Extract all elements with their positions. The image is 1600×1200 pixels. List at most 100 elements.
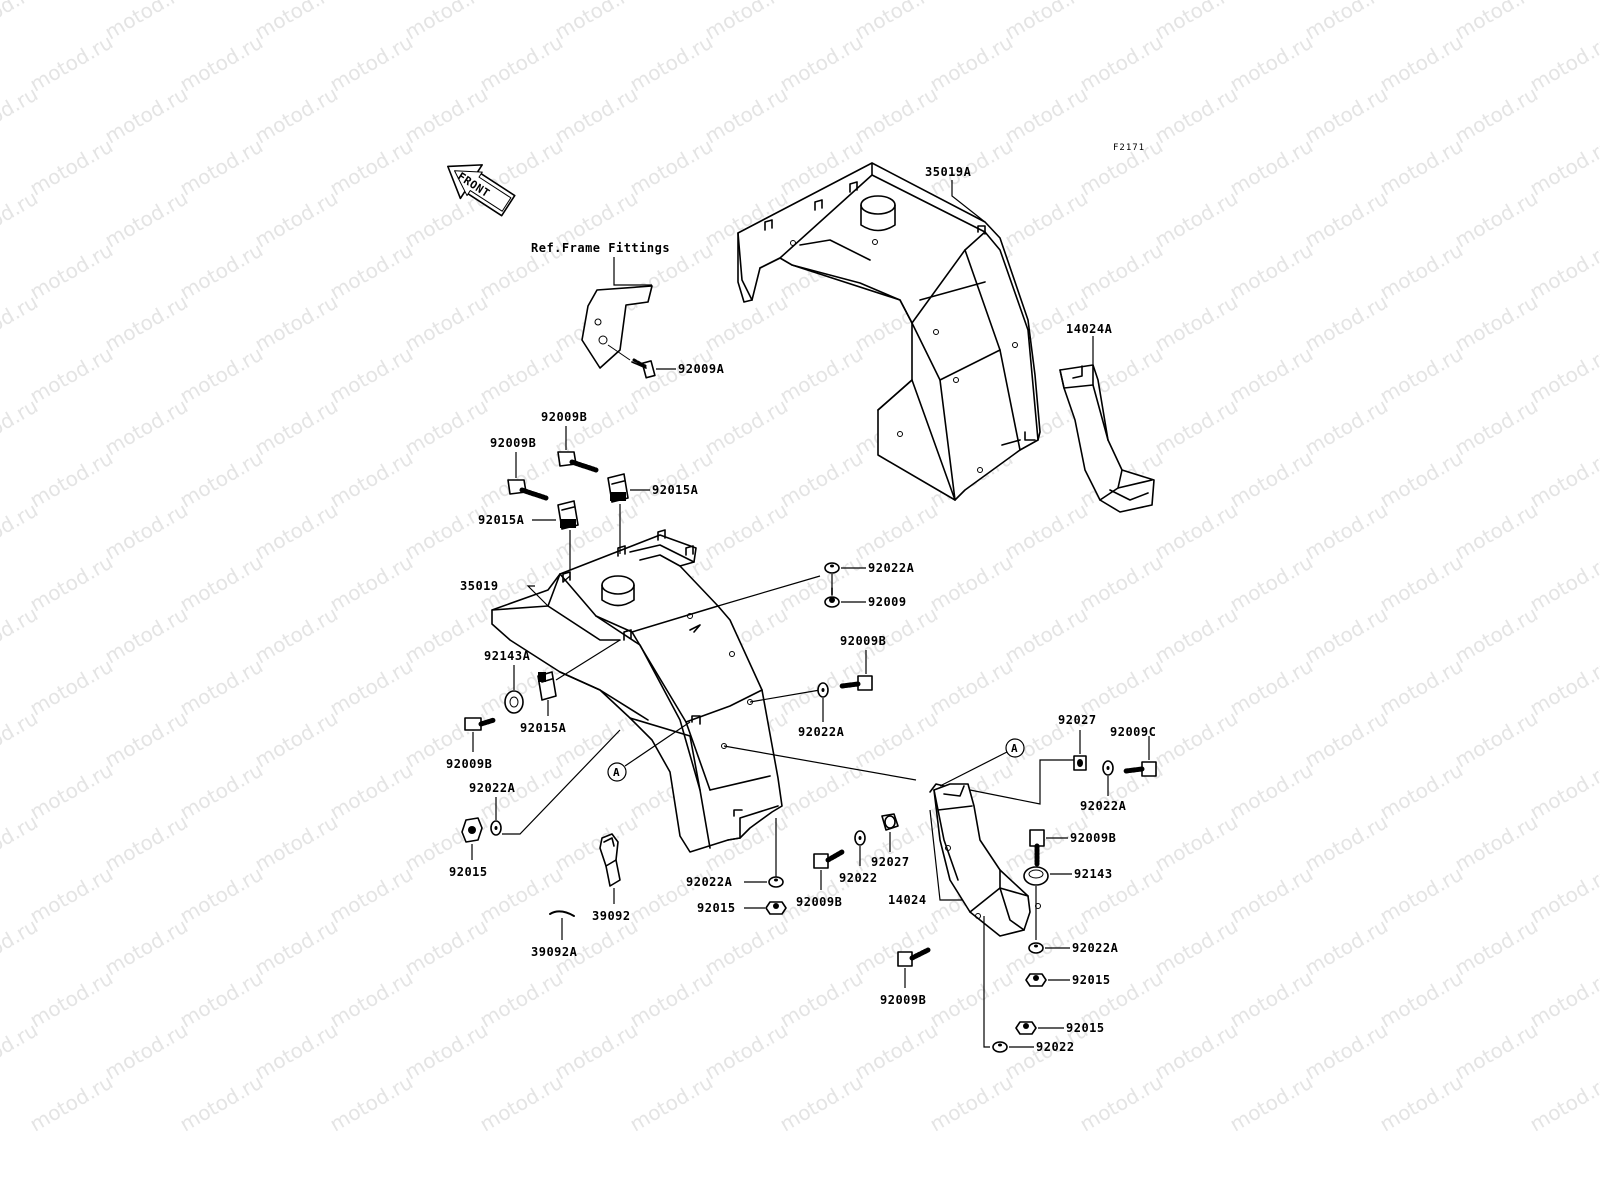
watermark-text: motod.ru — [26, 30, 117, 97]
watermark-text: motod.ru — [1001, 602, 1092, 669]
bolt-92009A — [631, 358, 656, 379]
watermark-text: motod.ru — [1301, 0, 1392, 44]
watermark-text: motod.ru — [626, 446, 717, 513]
ref-frame-fittings-label: Ref.Frame Fittings — [531, 241, 670, 255]
watermark-text: motod.ru — [326, 1070, 417, 1137]
watermark-text: motod.ru — [1226, 550, 1317, 617]
watermark-text: motod.ru — [1451, 394, 1542, 461]
watermark-text: motod.ru — [1301, 186, 1392, 253]
watermark-text: motod.ru — [176, 862, 267, 929]
label-92022-2: 92022 — [1036, 1040, 1075, 1054]
watermark-text: motod.ru — [776, 1070, 867, 1137]
watermark-text: motod.ru — [326, 966, 417, 1033]
label-92009B-4: 92009B — [446, 757, 492, 771]
label-14024: 14024 — [888, 893, 927, 907]
watermark-text: motod.ru — [176, 446, 267, 513]
watermark-text: motod.ru — [0, 706, 42, 773]
watermark-text: motod.ru — [1226, 862, 1317, 929]
label-92022A-1: 92022A — [469, 781, 516, 795]
bolt-92009B-5 — [813, 849, 845, 869]
watermark-text: motod.ru — [26, 238, 117, 305]
watermark-text: motod.ru — [26, 966, 117, 1033]
watermark-text: motod.ru — [626, 134, 717, 201]
bolt-92009B-2 — [507, 479, 549, 501]
strap-39092A — [549, 910, 575, 917]
watermark-text: motod.ru — [401, 602, 492, 669]
label-92009B-5: 92009B — [796, 895, 842, 909]
watermark-text: motod.ru — [1526, 342, 1600, 409]
watermark-text: motod.ru — [701, 82, 792, 149]
label-92009B-2: 92009B — [490, 436, 536, 450]
watermark-text: motod.ru — [1301, 810, 1392, 877]
watermark-text: motod.ru — [626, 862, 717, 929]
watermark-text: motod.ru — [1076, 30, 1167, 97]
watermark-text: motod.ru — [326, 862, 417, 929]
spacer-92027-1 — [1073, 755, 1087, 771]
watermark-text: motod.ru — [1226, 654, 1317, 721]
label-92022A-6: 92022A — [1072, 941, 1119, 955]
watermark-text: motod.ru — [251, 602, 342, 669]
watermark-text: motod.ru — [26, 758, 117, 825]
label-39092: 39092 — [592, 909, 631, 923]
watermark-text: motod.ru — [626, 30, 717, 97]
watermark-text: motod.ru — [0, 186, 42, 253]
watermark-text: motod.ru — [1376, 966, 1467, 1033]
watermark-text: motod.ru — [1451, 82, 1542, 149]
watermark-text: motod.ru — [1301, 914, 1392, 981]
spacer-92027-2 — [881, 813, 899, 831]
watermark-text: motod.ru — [101, 394, 192, 461]
watermark-text: motod.ru — [101, 0, 192, 44]
watermark-text: motod.ru — [176, 758, 267, 825]
watermark-text: motod.ru — [701, 0, 792, 44]
watermark-text: motod.ru — [476, 966, 567, 1033]
watermark-text: motod.ru — [26, 550, 117, 617]
watermark-text: motod.ru — [1526, 30, 1600, 97]
watermark-text: motod.ru — [626, 966, 717, 1033]
watermark-text: motod.ru — [26, 446, 117, 513]
watermark-text: motod.ru — [1376, 550, 1467, 617]
watermark-text: motod.ru — [926, 1070, 1017, 1137]
watermark-text: motod.ru — [476, 30, 567, 97]
watermark-text: motod.ru — [1151, 1018, 1242, 1085]
label-92022A-5: 92022A — [1080, 799, 1127, 813]
label-92009B-3: 92009B — [840, 634, 886, 648]
watermark-text: motod.ru — [1226, 446, 1317, 513]
clip-92015A-2 — [557, 500, 579, 530]
watermark-text: motod.ru — [551, 0, 642, 44]
nut-92015-4 — [1015, 1021, 1037, 1035]
watermark-text: motod.ru — [1526, 758, 1600, 825]
watermark-text: motod.ru — [1076, 238, 1167, 305]
bolt-92009B-3 — [839, 675, 873, 691]
watermark-text: motod.ru — [101, 914, 192, 981]
watermark-text: motod.ru — [0, 810, 42, 877]
watermark-text: motod.ru — [701, 394, 792, 461]
watermark-text: motod.ru — [176, 342, 267, 409]
watermark-text: motod.ru — [326, 30, 417, 97]
watermark-text: motod.ru — [1076, 550, 1167, 617]
washer-92022A-4 — [768, 876, 784, 888]
watermark-text: motod.ru — [776, 30, 867, 97]
watermark-text: motod.ru — [776, 758, 867, 825]
bracket-39092 — [599, 833, 621, 887]
watermark-text: motod.ru — [1451, 186, 1542, 253]
watermark-text: motod.ru — [1376, 446, 1467, 513]
watermark-text: motod.ru — [1526, 654, 1600, 721]
watermark-text: motod.ru — [401, 1018, 492, 1085]
frame-fitting-bracket — [581, 285, 653, 369]
watermark-text: motod.ru — [176, 134, 267, 201]
watermark-text: motod.ru — [0, 498, 42, 565]
bolt-92009B-1 — [557, 451, 599, 473]
watermark-text: motod.ru — [0, 914, 42, 981]
watermark-text: motod.ru — [0, 1018, 42, 1085]
label-92022A-4: 92022A — [686, 875, 733, 889]
watermark-text: motod.ru — [851, 914, 942, 981]
watermark-text: motod.ru — [326, 238, 417, 305]
part-14024A-mud-flap — [1059, 364, 1155, 513]
watermark-text: motod.ru — [1226, 134, 1317, 201]
label-92027-1: 92027 — [1058, 713, 1097, 727]
watermark-text: motod.ru — [851, 0, 942, 44]
watermark-text: motod.ru — [101, 706, 192, 773]
label-92143: 92143 — [1074, 867, 1113, 881]
watermark-text: motod.ru — [1151, 394, 1242, 461]
